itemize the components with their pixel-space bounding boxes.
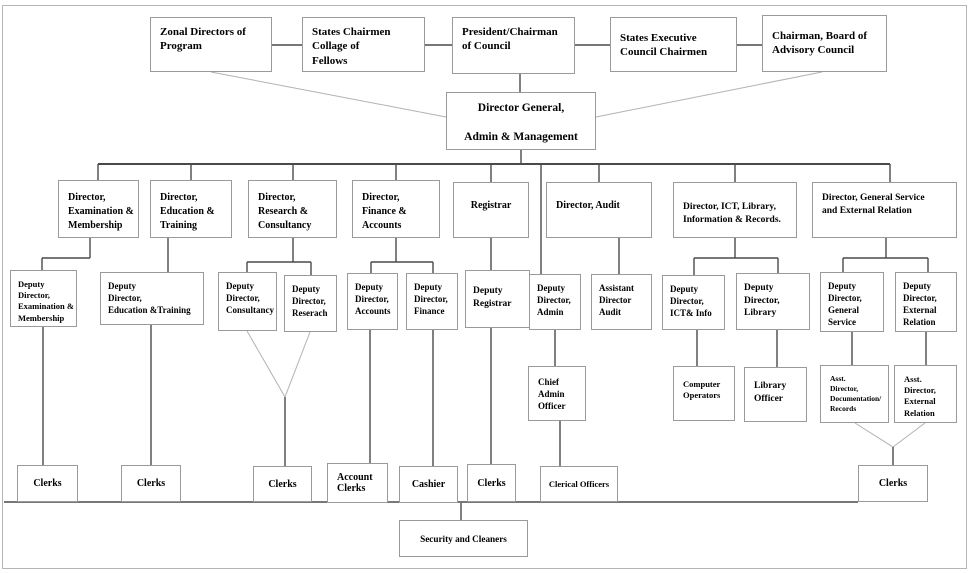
- org-box-dd-research: Deputy Director, Reserach: [284, 275, 337, 332]
- org-box-chairman-board: Chairman, Board of Advisory Council: [762, 15, 887, 72]
- org-box-label: Deputy Director, Finance: [414, 282, 448, 316]
- org-box-label: Deputy Director, ICT& Info: [670, 284, 712, 318]
- org-box-d-audit: Director, Audit: [546, 182, 652, 238]
- org-box-d-edu: Director, Education & Training: [150, 180, 232, 238]
- org-box-zonal: Zonal Directors of Program: [150, 17, 272, 72]
- org-box-chief-admin: Chief Admin Officer: [528, 366, 586, 421]
- org-box-dd-finance: Deputy Director, Finance: [406, 273, 458, 330]
- org-box-clerks2: Clerks: [121, 465, 181, 502]
- org-box-label: Deputy Director, Library: [744, 283, 780, 319]
- org-box-d-research: Director, Research & Consultancy: [248, 180, 337, 238]
- org-box-label: Chief Admin Officer: [538, 377, 566, 411]
- org-box-asst-ext: Asst. Director, External Relation: [894, 365, 957, 423]
- org-box-dd-consult: Deputy Director, Consultancy: [218, 272, 277, 331]
- org-box-label: Deputy Registrar: [473, 286, 512, 309]
- org-box-dd-library: Deputy Director, Library: [736, 273, 810, 330]
- org-box-dd-ext: Deputy Director, External Relation: [895, 272, 957, 332]
- org-box-clerks1: Clerks: [17, 465, 78, 502]
- org-box-label: Clerical Officers: [548, 479, 610, 489]
- org-box-label: States Executive Council Chairmen: [620, 32, 708, 59]
- connector-line: [284, 331, 311, 398]
- org-box-label: Clerks: [477, 477, 506, 489]
- org-box-label: Clerks: [136, 478, 166, 489]
- org-box-states-exec: States Executive Council Chairmen: [610, 17, 737, 72]
- org-box-clerks3: Clerks: [253, 466, 312, 502]
- org-box-label: Deputy Director, Accounts: [355, 282, 391, 316]
- org-box-label: Chairman, Board of Advisory Council: [772, 30, 868, 57]
- org-box-label: Director, General Service and External R…: [822, 193, 925, 217]
- org-box-label: Deputy Director, External Relation: [903, 281, 937, 327]
- org-box-acct-clerks: Account Clerks: [327, 463, 388, 503]
- org-box-label: Registrar: [470, 200, 512, 211]
- org-box-dg: Director General, Admin & Management: [446, 92, 596, 150]
- org-box-label: Computer Operators: [683, 379, 721, 401]
- org-box-ad-audit: Assistant Director Audit: [591, 274, 652, 330]
- org-box-label: Security and Cleaners: [420, 533, 507, 544]
- org-box-label: Director, Examination & Membership: [68, 192, 134, 232]
- org-box-dd-ict: Deputy Director, ICT& Info: [662, 275, 725, 330]
- connector-line: [210, 71, 447, 118]
- org-box-label: Clerks: [268, 478, 297, 490]
- org-box-label: Director, Education & Training: [160, 192, 215, 232]
- org-box-label: Clerks: [878, 478, 908, 489]
- org-box-label: Clerks: [33, 478, 62, 489]
- connector-line: [854, 422, 894, 448]
- org-box-states-chairmen: States Chairmen Collage of Fellows: [302, 17, 425, 72]
- org-box-label: Library Officer: [754, 381, 787, 404]
- org-box-dd-edu: Deputy Director, Education &Training: [100, 272, 204, 325]
- org-box-label: Deputy Director, Education &Training: [108, 281, 191, 315]
- org-box-label: Deputy Director, Examination & Membershi…: [18, 279, 74, 323]
- org-box-label: Account Clerks: [337, 472, 373, 494]
- org-box-label: Deputy Director, Reserach: [292, 284, 328, 318]
- connector-line: [595, 71, 823, 118]
- org-box-cashier: Cashier: [399, 466, 458, 503]
- org-box-d-finance: Director, Finance & Accounts: [352, 180, 440, 238]
- org-box-label: Director, Finance & Accounts: [362, 192, 407, 232]
- org-box-dd-exam: Deputy Director, Examination & Membershi…: [10, 270, 77, 327]
- org-box-security: Security and Cleaners: [399, 520, 528, 557]
- org-box-clerical: Clerical Officers: [540, 466, 618, 502]
- org-box-label: Director, Research & Consultancy: [258, 192, 312, 232]
- org-box-asst-doc: Asst. Director, Documentation/ Records: [820, 365, 889, 423]
- org-box-d-ict: Director, ICT, Library, Information & Re…: [673, 182, 797, 238]
- connector-line: [892, 422, 926, 448]
- org-box-registrar: Registrar: [453, 182, 529, 238]
- org-box-dd-registrar: Deputy Registrar: [465, 270, 530, 328]
- org-box-comp-ops: Computer Operators: [673, 366, 735, 421]
- org-box-clerks5: Clerks: [858, 465, 928, 502]
- org-box-label: Deputy Director, General Service: [828, 281, 862, 327]
- org-box-lib-officer: Library Officer: [744, 367, 807, 422]
- org-box-label: Asst. Director, External Relation: [904, 374, 936, 418]
- org-box-d-exam: Director, Examination & Membership: [58, 180, 139, 238]
- org-box-president: President/Chairman of Council: [452, 17, 575, 74]
- org-box-label: Assistant Director Audit: [599, 283, 635, 317]
- org-box-label: States Chairmen Collage of Fellows: [312, 26, 391, 67]
- org-box-label: Asst. Director, Documentation/ Records: [830, 374, 882, 413]
- org-box-label: Director, Audit: [556, 200, 620, 211]
- connector-line: [246, 330, 286, 398]
- org-box-label: Director General, Admin & Management: [464, 102, 578, 143]
- org-box-label: Deputy Director, Consultancy: [226, 281, 275, 315]
- org-box-label: Deputy Director, Admin: [537, 283, 571, 317]
- org-box-dd-admin: Deputy Director, Admin: [529, 274, 581, 330]
- org-box-label: Cashier: [411, 479, 446, 490]
- org-box-label: Director, ICT, Library, Information & Re…: [683, 202, 781, 226]
- org-box-clerks4: Clerks: [467, 464, 516, 502]
- org-box-d-gs: Director, General Service and External R…: [812, 182, 957, 238]
- org-box-dd-accounts: Deputy Director, Accounts: [347, 273, 398, 330]
- org-box-label: President/Chairman of Council: [462, 26, 558, 53]
- org-box-dd-gs: Deputy Director, General Service: [820, 272, 884, 332]
- org-box-label: Zonal Directors of Program: [160, 26, 246, 53]
